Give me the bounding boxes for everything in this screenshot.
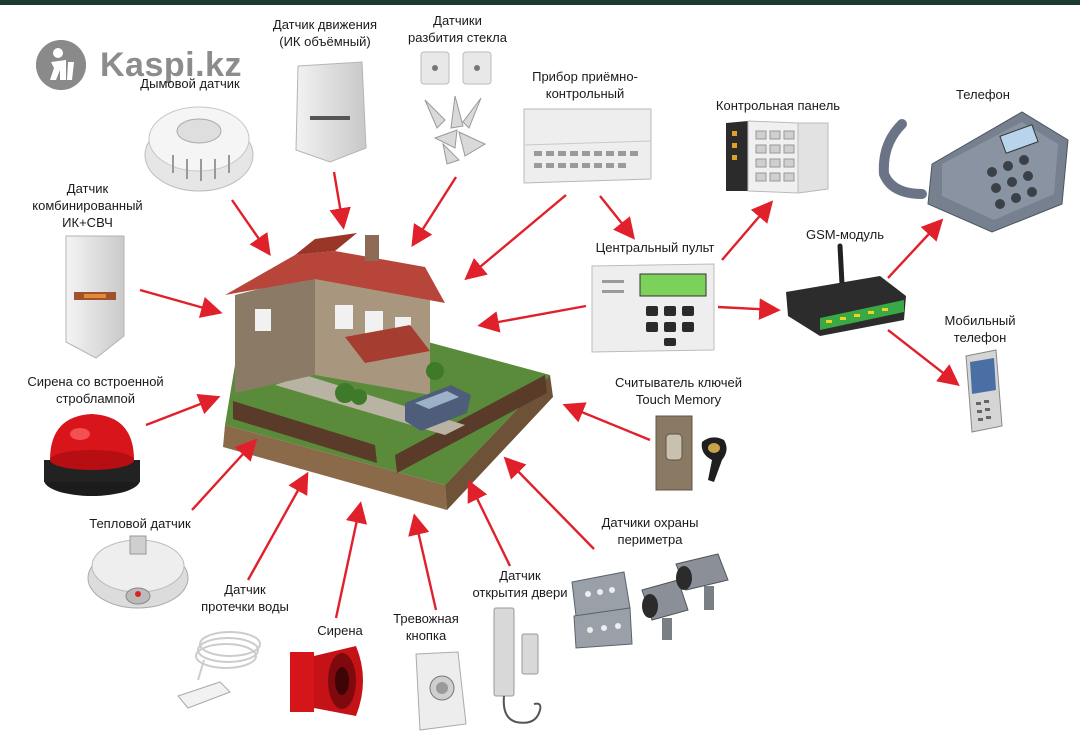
arrow-glass-break bbox=[411, 176, 458, 248]
arrow-console-to-panel bbox=[721, 200, 774, 261]
control-panel-device bbox=[724, 117, 832, 202]
arrow-smoke-detector bbox=[231, 199, 271, 256]
arrow-key-reader bbox=[562, 402, 651, 442]
arrow-control-device bbox=[464, 194, 567, 281]
smoke-detector-device bbox=[143, 95, 255, 200]
arrow-panic-button bbox=[408, 513, 438, 611]
control-device bbox=[520, 105, 655, 192]
arrow-gsm-to-mobile bbox=[887, 329, 960, 386]
top-bar bbox=[0, 0, 1080, 5]
arrow-motion-sensor bbox=[329, 171, 351, 230]
label-glass-break: Датчики разбития стекла bbox=[408, 13, 507, 45]
central-console-device bbox=[588, 260, 718, 361]
label-panic-button: Тревожная кнопка bbox=[393, 611, 459, 643]
label-strobe-siren: Сирена со встроенной строблампой bbox=[27, 374, 164, 406]
label-control-panel: Контрольная панель bbox=[715, 98, 841, 113]
label-perimeter-sensors: Датчики охраны периметра bbox=[601, 515, 699, 547]
house-illustration bbox=[215, 225, 560, 515]
label-smoke-detector: Дымовой датчик bbox=[140, 76, 240, 91]
arrow-console-to-house bbox=[477, 304, 587, 333]
motion-sensor-device bbox=[290, 60, 370, 169]
kaspi-watermark: Kaspi.kz bbox=[36, 40, 242, 90]
siren-device bbox=[286, 642, 372, 725]
glass-break-sensors-device bbox=[415, 48, 500, 173]
gsm-module-device bbox=[780, 240, 910, 345]
label-gsm-module: GSM-модуль bbox=[806, 227, 884, 242]
label-siren: Сирена bbox=[317, 623, 363, 638]
door-sensor-device bbox=[488, 604, 552, 745]
kaspi-logo-text: Kaspi.kz bbox=[100, 45, 242, 84]
perimeter-sensors-device bbox=[568, 550, 736, 655]
label-water-leak: Датчик протечки воды bbox=[201, 582, 289, 614]
desk-phone-device bbox=[872, 104, 1072, 241]
arrow-strobe-siren bbox=[145, 393, 221, 427]
label-combined-sensor: Датчик комбинированный ИК+СВЧ bbox=[32, 181, 143, 230]
label-phone: Телефон bbox=[956, 87, 1010, 102]
panic-button-device bbox=[410, 648, 470, 737]
mobile-phone-device bbox=[960, 348, 1006, 439]
heat-sensor-device bbox=[84, 532, 192, 617]
label-mobile-phone: Мобильный телефон bbox=[944, 313, 1016, 345]
arrow-heat-sensor bbox=[191, 438, 258, 511]
label-control-device: Прибор приёмно- контрольный bbox=[532, 69, 638, 101]
arrow-siren bbox=[334, 501, 368, 619]
label-door-sensor: Датчик открытия двери bbox=[472, 568, 568, 600]
arrow-combined-sensor bbox=[139, 288, 223, 318]
arrow-door-sensor bbox=[467, 479, 512, 567]
arrow-perimeter bbox=[503, 456, 595, 550]
strobe-siren-device bbox=[40, 410, 144, 507]
key-reader-device bbox=[652, 410, 732, 497]
water-leak-sensor-device bbox=[174, 620, 266, 721]
arrow-control-to-console bbox=[599, 195, 635, 240]
kaspi-logo-icon bbox=[36, 40, 86, 90]
arrow-console-to-gsm bbox=[717, 298, 781, 320]
combined-sensor-device bbox=[60, 232, 130, 365]
label-motion-sensor: Датчик движения (ИК объёмный) bbox=[272, 17, 378, 49]
label-key-reader: Считыватель ключей Touch Memory bbox=[614, 375, 742, 407]
label-central-console: Центральный пульт bbox=[595, 240, 715, 255]
label-heat-sensor: Тепловой датчик bbox=[89, 516, 191, 531]
arrow-water-leak bbox=[246, 471, 309, 581]
arrow-gsm-to-phone bbox=[887, 218, 944, 279]
